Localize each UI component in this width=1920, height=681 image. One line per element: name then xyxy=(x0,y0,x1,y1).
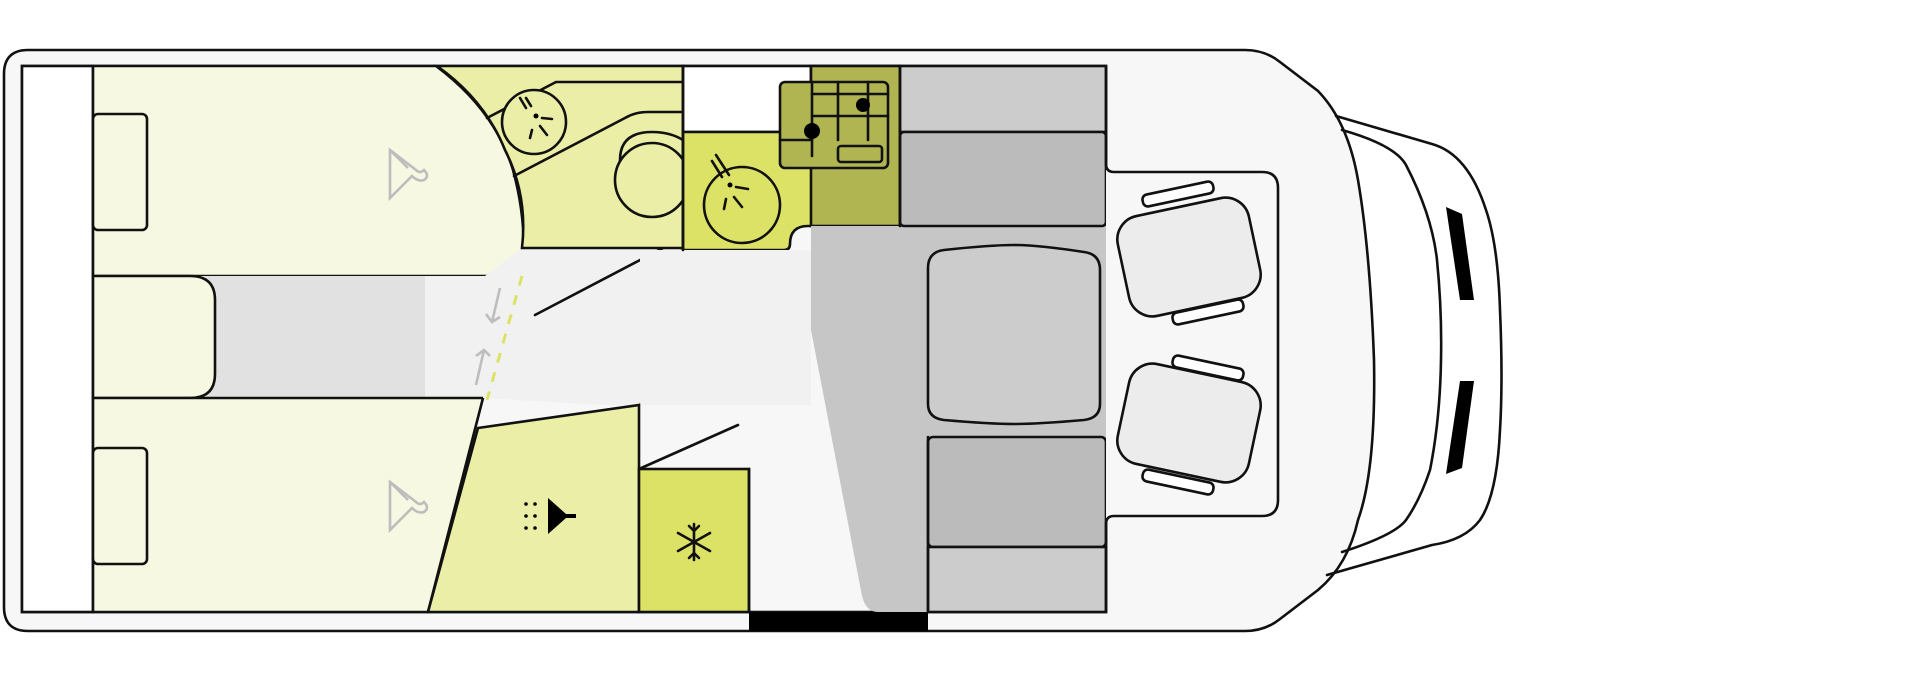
shower-icon xyxy=(702,153,782,245)
rear-wall xyxy=(20,64,95,614)
wiper-bottom xyxy=(1446,381,1474,474)
hob-burner-2 xyxy=(804,123,820,139)
corridor-light xyxy=(640,250,811,405)
wiper-top xyxy=(1446,207,1474,300)
rear-bed-bottom xyxy=(91,396,485,614)
seat-block-top xyxy=(898,64,1108,134)
rear-bed-top xyxy=(91,64,526,278)
dashed-boundary-left xyxy=(485,275,524,401)
step-arrow-up xyxy=(474,348,491,386)
entrance-door xyxy=(749,612,928,631)
washroom-counter xyxy=(512,110,685,178)
shower-icon xyxy=(500,88,568,156)
fridge-snowflake-icon xyxy=(676,522,712,562)
seat-block-mid xyxy=(898,130,1108,228)
heater-icon xyxy=(524,498,576,534)
hob-grid xyxy=(778,80,890,158)
hob-drawer xyxy=(836,144,884,164)
bed-icon xyxy=(388,147,429,202)
bed-cushion-top xyxy=(91,112,149,232)
bench-lower xyxy=(926,435,1108,549)
bench-lower-bottom xyxy=(926,545,1108,614)
bed-icon xyxy=(388,479,429,534)
bed-cushion-bottom xyxy=(91,446,149,566)
bed-footrest xyxy=(91,274,217,400)
dinette-table xyxy=(926,243,1102,426)
windscreen xyxy=(1325,114,1503,577)
fridge-door-line xyxy=(637,423,740,471)
corridor-floor xyxy=(483,248,682,405)
cab-seat-top xyxy=(1116,180,1262,326)
cab-seat-bottom xyxy=(1116,354,1262,496)
basin xyxy=(613,130,691,219)
bonnet-inner xyxy=(1340,128,1443,554)
hob-burner xyxy=(856,98,870,112)
step-arrow-down xyxy=(484,287,502,324)
step-light xyxy=(425,276,485,398)
